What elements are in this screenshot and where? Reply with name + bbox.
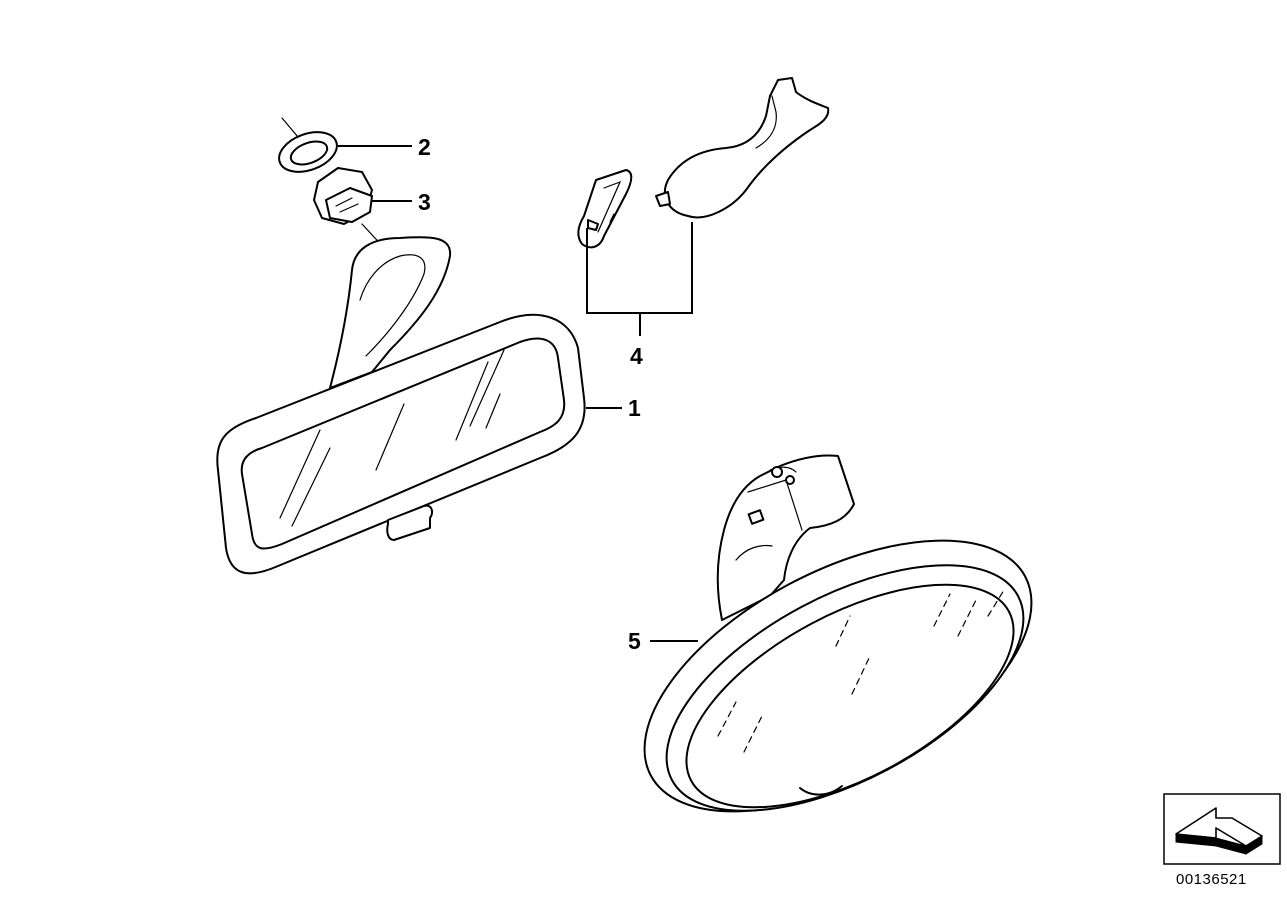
part-2-ring: [278, 117, 338, 173]
part-3-nut: [313, 167, 387, 251]
part-4-cover-small: [577, 169, 633, 249]
callout-2: 2: [418, 134, 431, 160]
callout-1: 1: [628, 395, 641, 421]
document-number: 00136521: [1176, 871, 1247, 888]
part-1-mirror: [216, 236, 586, 575]
direction-arrow-icon: [1163, 793, 1281, 865]
part-5-oval-mirror: [643, 454, 1033, 813]
callout-5: 5: [628, 628, 641, 654]
leader-lines: [338, 145, 698, 642]
part-4-cover-large: [655, 77, 830, 219]
leader-4-bracket: [586, 222, 693, 336]
callout-3: 3: [418, 189, 431, 215]
callout-4: 4: [630, 343, 643, 369]
